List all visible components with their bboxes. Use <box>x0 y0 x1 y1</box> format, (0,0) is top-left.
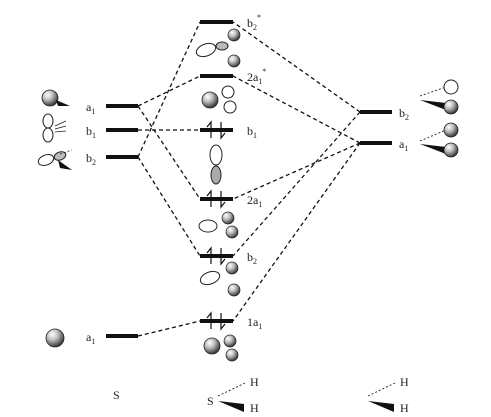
h-atom-top-right: H <box>400 375 409 389</box>
corr-line <box>137 105 201 200</box>
sulfur-orbitals: a1 b1 b2 a1 <box>37 89 138 348</box>
corr-line <box>232 21 361 113</box>
corr-line <box>232 142 361 200</box>
corr-line <box>137 320 201 337</box>
mo-2a1-orbital-icon <box>198 211 239 239</box>
mo-b1-orbital-icon <box>209 144 223 185</box>
mo-b2-star-orbital-icon <box>195 28 241 68</box>
corr-line <box>137 75 201 107</box>
column-labels: S S H H H H <box>113 375 409 415</box>
h-atom-bottom-right: H <box>400 401 409 415</box>
mo-1a1-orbital-icon <box>203 334 239 362</box>
s-label-a1: a1 <box>86 100 95 116</box>
h2s-molecule: S H H <box>207 375 259 415</box>
h-atom-top: H <box>250 375 259 389</box>
mo-label-2a1: 2a1 <box>247 193 262 209</box>
molecular-orbitals: b2* 2a1* b1 2a1 b2 1a1 <box>195 13 266 362</box>
mo-2a1-star-orbital-icon <box>201 85 237 114</box>
left-column-label: S <box>113 388 120 402</box>
s-label-a1-3s: a1 <box>86 330 95 346</box>
h-atom-bottom: H <box>250 401 259 415</box>
hydrogen-orbitals: b2 a1 <box>360 79 459 158</box>
correlation-lines <box>137 21 361 337</box>
s-s-orbital-icon <box>45 328 65 348</box>
mo-b2-orbital-icon <box>199 261 241 297</box>
center-column-label: S <box>207 394 214 408</box>
s-p-orbital-icon <box>37 149 73 170</box>
s-p-orbital-icon <box>42 113 67 143</box>
corr-line <box>232 142 361 322</box>
electron-pair <box>206 246 226 266</box>
electron-pair <box>206 189 226 209</box>
mo-label-b2-star: b2* <box>247 13 261 32</box>
h-b2-orbital-icon <box>419 79 459 115</box>
h-label-a1: a1 <box>399 137 408 153</box>
mo-label-2a1-star: 2a1* <box>247 67 266 86</box>
s-label-b1: b1 <box>86 124 96 140</box>
s-p-orbital-icon <box>41 89 70 107</box>
s-label-b2: b2 <box>86 151 96 167</box>
corr-line <box>137 156 201 257</box>
mo-label-b2: b2 <box>247 250 257 266</box>
h-a1-orbital-icon <box>419 122 459 158</box>
electron-pair <box>206 120 226 140</box>
corr-line <box>137 21 201 158</box>
mo-label-b1: b1 <box>247 124 257 140</box>
h2-fragment: H H <box>367 375 409 415</box>
h-label-b2: b2 <box>399 106 409 122</box>
corr-line <box>232 75 361 144</box>
mo-label-1a1: 1a1 <box>247 315 262 331</box>
electron-pair <box>206 311 226 331</box>
